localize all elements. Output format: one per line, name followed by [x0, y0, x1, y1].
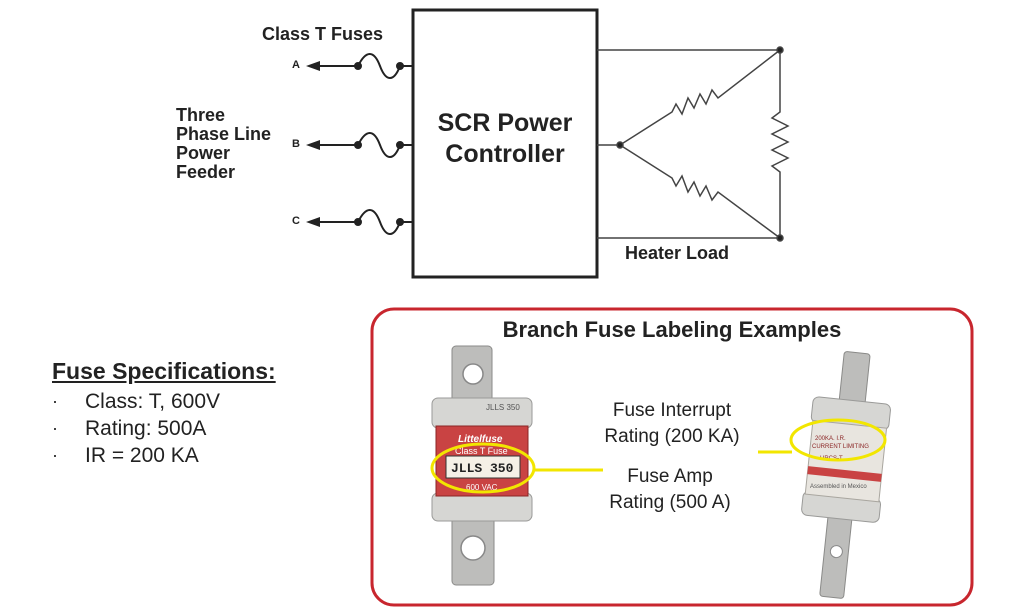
heater-load-label: Heater Load [625, 243, 730, 263]
fuse1-cap-text: JLLS 350 [486, 403, 520, 412]
scr-controller-label-line: Controller [445, 140, 565, 168]
fuse-specs-list: · Class: T, 600V · Rating: 500A · IR = 200 … [52, 388, 220, 469]
phase-a-label: A [292, 59, 300, 71]
spec-item: · Class: T, 600V [52, 388, 220, 415]
feeder-label-line: Three [176, 105, 226, 125]
phase-b-line [306, 132, 413, 158]
bullet-icon: · [52, 445, 58, 465]
spec-item-text: Rating: 500A [85, 417, 207, 440]
scr-controller-label: SCR Power Controller [412, 108, 598, 170]
feeder-label-line: Feeder [176, 162, 236, 182]
fuse2-highlight-ring [789, 418, 887, 462]
fuse1-voltage: 600 VAC [466, 483, 498, 492]
fuse1-highlight-ring [430, 442, 536, 494]
fuse1-brand: Littelfuse [458, 434, 503, 445]
class-t-fuses-label: Class T Fuses [262, 24, 384, 44]
spec-item-text: IR = 200 KA [85, 444, 199, 467]
feeder-label: Three Phase Line Power Feeder [176, 106, 271, 182]
phase-b-label: B [292, 138, 300, 150]
fuse1-class-text: Class T Fuse [455, 446, 508, 456]
scr-controller-box [411, 8, 599, 279]
interrupt-rating-line: Fuse Interrupt [612, 400, 732, 421]
phase-c-label: C [292, 215, 300, 227]
feeder-label-line: Phase Line [176, 124, 272, 144]
scr-controller-label-line: SCR Power [437, 109, 573, 137]
phase-c-line [306, 209, 413, 235]
amp-rating-line: Rating (500 A) [609, 492, 731, 513]
fuse2-line2: CURRENT LIMITING [812, 444, 869, 450]
fuse-specs-title: Fuse Specifications: [52, 358, 276, 384]
spec-item: · Rating: 500A [52, 415, 220, 442]
interrupt-rating-line: Rating (200 KA) [604, 426, 740, 447]
spec-item: · IR = 200 KA [52, 442, 220, 469]
phase-a-line [306, 53, 413, 79]
fuse2-line1: 200KA. I.R. [815, 436, 846, 442]
feeder-label-line: Power [176, 143, 231, 163]
heater-load-wiring [597, 46, 790, 242]
fuse2-line4: Assembled in Mexico [810, 484, 867, 490]
amp-rating-line: Fuse Amp [627, 466, 713, 487]
fuse1-model: JLLS 350 [451, 461, 514, 476]
bullet-icon: · [52, 391, 58, 411]
examples-title: Branch Fuse Labeling Examples [502, 317, 842, 342]
callout-box [370, 307, 974, 607]
amp-rating-label: Fuse Amp Rating (500 A) [590, 464, 750, 516]
spec-item-text: Class: T, 600V [85, 390, 221, 413]
bullet-icon: · [52, 418, 58, 438]
interrupt-rating-label: Fuse Interrupt Rating (200 KA) [584, 398, 760, 450]
fuse-photo-left [431, 345, 533, 586]
